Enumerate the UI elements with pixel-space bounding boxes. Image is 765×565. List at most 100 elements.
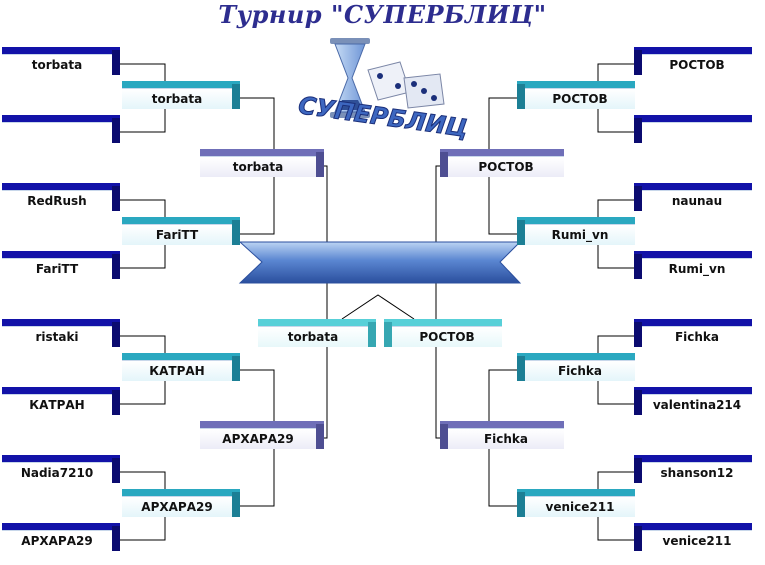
right-round2-tag-0: РОСТОВ [517, 81, 635, 109]
player-name: venice211 [642, 530, 752, 551]
tag-bevel [440, 149, 564, 156]
tag-bevel [517, 489, 635, 496]
left-round1-tag-2: RedRush [2, 183, 120, 211]
left-round1-tag-4: ristaki [2, 319, 120, 347]
player-name: torbata [200, 156, 316, 177]
left-final-tag-0: torbata [258, 319, 376, 347]
tag-bevel [122, 489, 240, 496]
tag-shadow [634, 390, 642, 415]
player-name: АРХАРА29 [200, 428, 316, 449]
tag-bevel [2, 387, 120, 394]
tag-shadow [316, 424, 324, 449]
tag-bevel [634, 251, 752, 258]
player-name: Fichka [525, 360, 635, 381]
player-name: РОСТОВ [392, 326, 502, 347]
tag-shadow [316, 152, 324, 177]
bracket-line-13 [435, 165, 440, 439]
tag-shadow [112, 50, 120, 75]
player-name: КАТРАН [2, 394, 112, 415]
tag-bevel [258, 319, 376, 326]
tag-shadow [634, 118, 642, 143]
left-round1-tag-5: КАТРАН [2, 387, 120, 415]
player-name: venice211 [525, 496, 635, 517]
right-semi-tag-0: РОСТОВ [440, 149, 564, 177]
tag-shadow [634, 322, 642, 347]
tag-shadow [112, 526, 120, 551]
tag-shadow [517, 220, 525, 245]
tag-bevel [634, 319, 752, 326]
player-name: Fichka [448, 428, 564, 449]
player-name: КАТРАН [122, 360, 232, 381]
right-round1-tag-5: valentina214 [634, 387, 752, 415]
tag-shadow [440, 152, 448, 177]
tag-bevel [517, 217, 635, 224]
right-round2-tag-2: Fichka [517, 353, 635, 381]
player-name: Nadia7210 [2, 462, 112, 483]
player-name: АРХАРА29 [122, 496, 232, 517]
right-round1-tag-6: shanson12 [634, 455, 752, 483]
left-round2-tag-0: torbata [122, 81, 240, 109]
tag-shadow [232, 356, 240, 381]
player-name: Rumi_vn [642, 258, 752, 279]
right-semi-tag-1: Fichka [440, 421, 564, 449]
player-name: FariTT [2, 258, 112, 279]
tag-bevel [634, 47, 752, 54]
left-round2-tag-1: FariTT [122, 217, 240, 245]
tag-shadow [112, 118, 120, 143]
player-name: torbata [122, 88, 232, 109]
left-round1-tag-1 [2, 115, 120, 143]
right-round1-tag-0: РОСТОВ [634, 47, 752, 75]
tag-shadow [112, 322, 120, 347]
tag-shadow [384, 322, 392, 347]
tag-shadow [232, 84, 240, 109]
player-name: torbata [258, 326, 368, 347]
tag-bevel [517, 353, 635, 360]
bracket-line-14 [341, 294, 415, 320]
tag-bevel [440, 421, 564, 428]
tag-bevel [2, 183, 120, 190]
left-round1-tag-3: FariTT [2, 251, 120, 279]
tag-shadow [368, 322, 376, 347]
tag-bevel [2, 455, 120, 462]
tag-bevel [2, 47, 120, 54]
tag-bevel [634, 387, 752, 394]
player-name: ristaki [2, 326, 112, 347]
tag-shadow [112, 186, 120, 211]
right-round2-tag-1: Rumi_vn [517, 217, 635, 245]
player-name: АРХАРА29 [2, 530, 112, 551]
right-round2-tag-3: venice211 [517, 489, 635, 517]
left-round1-tag-7: АРХАРА29 [2, 523, 120, 551]
tag-shadow [112, 390, 120, 415]
tag-shadow [634, 254, 642, 279]
tag-shadow [634, 458, 642, 483]
player-name: РОСТОВ [642, 54, 752, 75]
hourglass-icon [330, 38, 370, 118]
tag-bevel [2, 523, 120, 530]
tag-shadow [232, 492, 240, 517]
tag-shadow [634, 526, 642, 551]
player-name [642, 122, 752, 143]
right-round1-tag-7: venice211 [634, 523, 752, 551]
dice-icon [367, 61, 445, 109]
tag-shadow [112, 254, 120, 279]
page-title: Турнир "СУПЕРБЛИЦ" [218, 0, 547, 29]
tag-bevel [384, 319, 502, 326]
player-name: Rumi_vn [525, 224, 635, 245]
banner-shape [238, 241, 522, 284]
player-name: naunau [642, 190, 752, 211]
tag-bevel [634, 455, 752, 462]
tag-bevel [634, 523, 752, 530]
player-name: РОСТОВ [525, 88, 635, 109]
tag-bevel [634, 183, 752, 190]
tag-bevel [122, 353, 240, 360]
player-name: valentina214 [642, 394, 752, 415]
tag-bevel [634, 115, 752, 122]
tag-shadow [517, 356, 525, 381]
left-round2-tag-3: АРХАРА29 [122, 489, 240, 517]
right-final-tag-0: РОСТОВ [384, 319, 502, 347]
tag-bevel [2, 251, 120, 258]
tag-shadow [517, 492, 525, 517]
tag-shadow [440, 424, 448, 449]
player-name: RedRush [2, 190, 112, 211]
